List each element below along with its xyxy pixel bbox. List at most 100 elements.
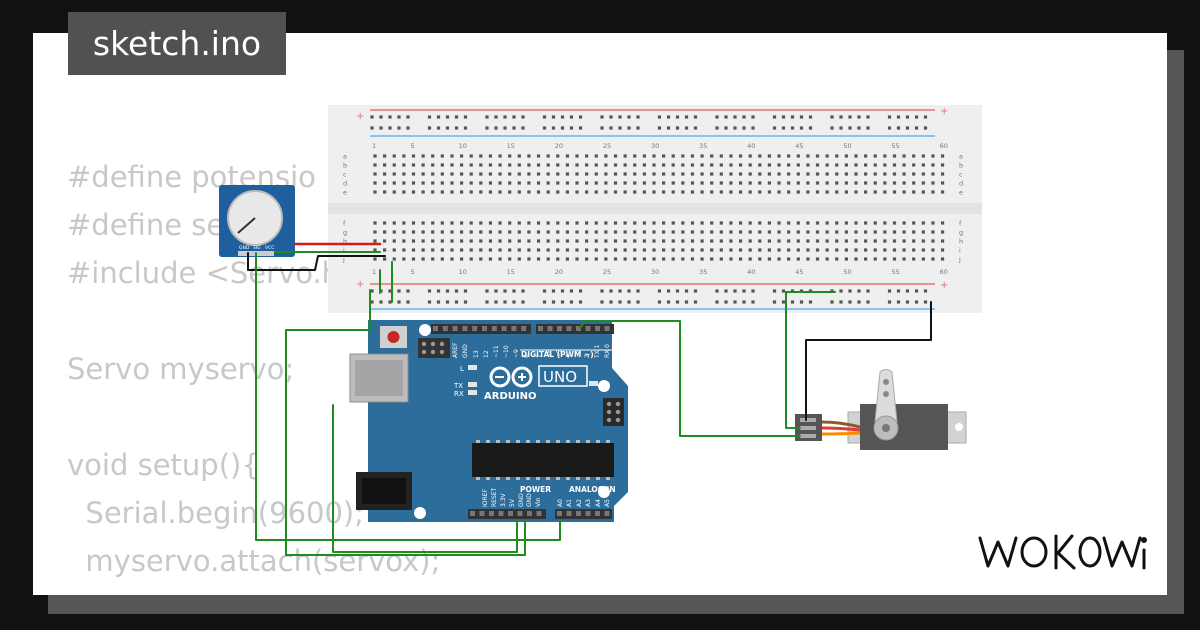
breadboard-hole[interactable] <box>738 163 743 167</box>
rail-hole[interactable] <box>627 300 631 304</box>
breadboard-hole[interactable] <box>392 239 396 243</box>
breadboard-hole[interactable] <box>421 154 425 158</box>
breadboard-hole[interactable] <box>729 221 733 225</box>
breadboard-hole[interactable] <box>556 239 560 243</box>
breadboard-hole[interactable] <box>873 230 877 234</box>
breadboard-hole[interactable] <box>498 221 502 225</box>
breadboard-hole[interactable] <box>613 181 618 185</box>
breadboard-hole[interactable] <box>662 248 666 252</box>
rail-hole[interactable] <box>560 300 565 304</box>
breadboard-hole[interactable] <box>681 181 685 185</box>
breadboard-hole[interactable] <box>373 239 377 243</box>
breadboard-hole[interactable] <box>431 163 435 167</box>
breadboard-hole[interactable] <box>383 248 387 252</box>
breadboard-hole[interactable] <box>815 154 820 158</box>
breadboard-hole[interactable] <box>787 248 791 252</box>
header-pin[interactable] <box>470 511 475 516</box>
breadboard-hole[interactable] <box>585 190 589 194</box>
breadboard-hole[interactable] <box>690 230 695 234</box>
breadboard-hole[interactable] <box>450 190 454 194</box>
breadboard-hole[interactable] <box>681 248 685 252</box>
rail-hole[interactable] <box>600 289 604 293</box>
breadboard-hole[interactable] <box>604 230 608 234</box>
rail-hole[interactable] <box>733 300 737 304</box>
header-pin[interactable] <box>566 511 572 516</box>
breadboard-hole[interactable] <box>527 181 531 185</box>
rail-hole[interactable] <box>905 300 910 304</box>
breadboard-hole[interactable] <box>825 181 829 185</box>
breadboard-hole[interactable] <box>440 248 444 252</box>
rail-hole[interactable] <box>684 300 689 304</box>
breadboard-hole[interactable] <box>777 190 781 194</box>
breadboard-hole[interactable] <box>719 239 723 243</box>
breadboard-hole[interactable] <box>864 230 868 234</box>
header-pin[interactable] <box>433 326 438 331</box>
breadboard-hole[interactable] <box>642 163 646 167</box>
breadboard-hole[interactable] <box>565 181 569 185</box>
rail-hole[interactable] <box>866 115 870 119</box>
breadboard-hole[interactable] <box>738 181 743 185</box>
breadboard-hole[interactable] <box>556 248 560 252</box>
breadboard-hole[interactable] <box>940 172 945 176</box>
breadboard-hole[interactable] <box>662 239 666 243</box>
breadboard-hole[interactable] <box>777 163 781 167</box>
breadboard-hole[interactable] <box>892 181 897 185</box>
breadboard-hole[interactable] <box>565 154 569 158</box>
breadboard-hole[interactable] <box>777 230 781 234</box>
breadboard-hole[interactable] <box>498 239 502 243</box>
breadboard-hole[interactable] <box>729 239 733 243</box>
breadboard-hole[interactable] <box>940 181 945 185</box>
breadboard-hole[interactable] <box>883 239 887 243</box>
breadboard-hole[interactable] <box>402 181 406 185</box>
breadboard-hole[interactable] <box>681 221 685 225</box>
breadboard-hole[interactable] <box>931 163 935 167</box>
breadboard-hole[interactable] <box>902 181 906 185</box>
breadboard-hole[interactable] <box>498 257 502 261</box>
breadboard-hole[interactable] <box>710 163 714 167</box>
breadboard-hole[interactable] <box>383 257 387 261</box>
rail-hole[interactable] <box>751 300 755 304</box>
breadboard-hole[interactable] <box>729 172 733 176</box>
breadboard-hole[interactable] <box>373 190 377 194</box>
breadboard-hole[interactable] <box>835 239 839 243</box>
breadboard-hole[interactable] <box>940 221 945 225</box>
breadboard-hole[interactable] <box>844 230 848 234</box>
breadboard-hole[interactable] <box>902 230 906 234</box>
breadboard-hole[interactable] <box>527 190 531 194</box>
breadboard-hole[interactable] <box>527 230 531 234</box>
rail-hole[interactable] <box>551 300 556 304</box>
rail-hole[interactable] <box>627 115 631 119</box>
rail-hole[interactable] <box>512 115 516 119</box>
breadboard-hole[interactable] <box>517 163 521 167</box>
breadboard-hole[interactable] <box>546 154 550 158</box>
rail-hole[interactable] <box>684 126 689 130</box>
breadboard-hole[interactable] <box>479 239 483 243</box>
rail-hole[interactable] <box>808 126 813 130</box>
breadboard-hole[interactable] <box>431 230 435 234</box>
breadboard-hole[interactable] <box>469 181 473 185</box>
breadboard-hole[interactable] <box>738 190 743 194</box>
breadboard-hole[interactable] <box>758 257 762 261</box>
breadboard-hole[interactable] <box>671 230 675 234</box>
rail-hole[interactable] <box>503 289 507 293</box>
breadboard-hole[interactable] <box>613 230 618 234</box>
breadboard-hole[interactable] <box>633 221 637 225</box>
breadboard-hole[interactable] <box>402 163 406 167</box>
rail-hole[interactable] <box>427 115 432 119</box>
breadboard-hole[interactable] <box>459 248 464 252</box>
breadboard-hole[interactable] <box>546 239 550 243</box>
breadboard-hole[interactable] <box>902 190 906 194</box>
breadboard-hole[interactable] <box>402 257 406 261</box>
breadboard-hole[interactable] <box>392 154 396 158</box>
breadboard-hole[interactable] <box>402 221 406 225</box>
breadboard-hole[interactable] <box>431 172 435 176</box>
breadboard-hole[interactable] <box>931 248 935 252</box>
rail-hole[interactable] <box>887 289 892 293</box>
breadboard-hole[interactable] <box>373 230 377 234</box>
breadboard-hole[interactable] <box>806 163 810 167</box>
breadboard-hole[interactable] <box>738 221 743 225</box>
breadboard-hole[interactable] <box>517 257 521 261</box>
breadboard-hole[interactable] <box>373 257 377 261</box>
breadboard-hole[interactable] <box>758 154 762 158</box>
breadboard-hole[interactable] <box>844 181 848 185</box>
